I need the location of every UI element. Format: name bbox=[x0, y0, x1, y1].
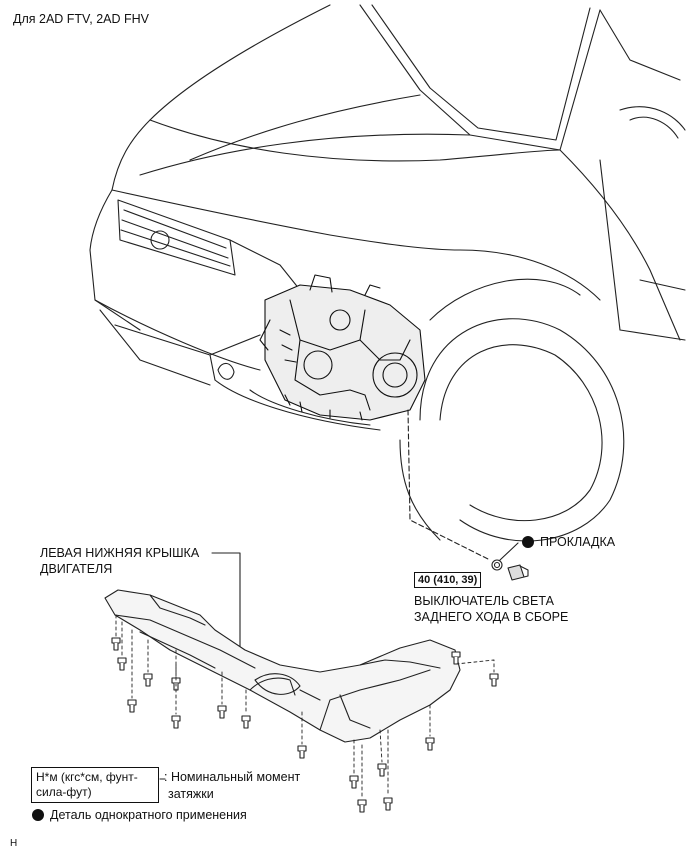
bolt bbox=[377, 763, 387, 777]
hood-outline bbox=[111, 4, 561, 251]
bolt bbox=[171, 677, 181, 691]
cover-label-line2: ДВИГАТЕЛЯ bbox=[40, 562, 113, 576]
switch-label-line2: ЗАДНЕГО ХОДА В СБОРЕ bbox=[414, 610, 569, 624]
gasket-part bbox=[491, 559, 503, 571]
bolt bbox=[171, 715, 181, 729]
gasket-callout: ПРОКЛАДКА bbox=[522, 534, 615, 550]
gasket-leader bbox=[499, 542, 519, 561]
bolt bbox=[357, 799, 367, 813]
bolt-leader-lines bbox=[115, 614, 495, 799]
single-use-legend: Деталь однократного применения bbox=[32, 807, 247, 823]
applicability-note: Для 2AD FTV, 2AD FHV bbox=[13, 12, 149, 26]
transaxle-assembly bbox=[259, 274, 426, 421]
bolt bbox=[383, 797, 393, 811]
torque-unit-line1: Н*м (кгс*см, фунт- bbox=[36, 770, 138, 784]
bolt bbox=[217, 705, 227, 719]
bolt bbox=[143, 673, 153, 687]
bolt bbox=[425, 737, 435, 751]
backup-light-switch-part bbox=[507, 564, 529, 581]
switch-leader-line bbox=[407, 409, 491, 561]
bolt bbox=[111, 637, 121, 651]
bolt bbox=[117, 657, 127, 671]
switch-torque-spec: 40 (410, 39) bbox=[414, 572, 482, 588]
torque-unit-line2: сила-фут) bbox=[36, 785, 92, 799]
engine-under-cover bbox=[104, 589, 461, 743]
torque-desc-line1: : Номинальный момент bbox=[164, 770, 301, 784]
bolt bbox=[127, 699, 137, 713]
cover-label-line1: ЛЕВАЯ НИЖНЯЯ КРЫШКА bbox=[40, 546, 200, 560]
single-use-legend-icon bbox=[32, 809, 44, 821]
figure-code: H bbox=[10, 838, 18, 849]
bolt bbox=[489, 673, 499, 687]
torque-unit-legend: Н*м (кгс*см, фунт- сила-фут) bbox=[31, 767, 159, 803]
front-wheel bbox=[399, 318, 625, 542]
bolt bbox=[349, 775, 359, 789]
torque-desc-line2: затяжки bbox=[168, 787, 214, 801]
cover-leader bbox=[211, 552, 241, 666]
bolt bbox=[241, 715, 251, 729]
single-use-marker-icon bbox=[522, 536, 534, 548]
front-grille-bumper bbox=[89, 189, 381, 431]
bolt bbox=[297, 745, 307, 759]
windshield-outline bbox=[359, 4, 601, 151]
switch-label-line1: ВЫКЛЮЧАТЕЛЬ СВЕТА bbox=[414, 594, 554, 608]
body-side-outline bbox=[429, 9, 686, 341]
cover-bolts bbox=[111, 637, 499, 813]
gasket-label: ПРОКЛАДКА bbox=[540, 535, 616, 549]
single-use-legend-text: Деталь однократного применения bbox=[50, 808, 247, 822]
